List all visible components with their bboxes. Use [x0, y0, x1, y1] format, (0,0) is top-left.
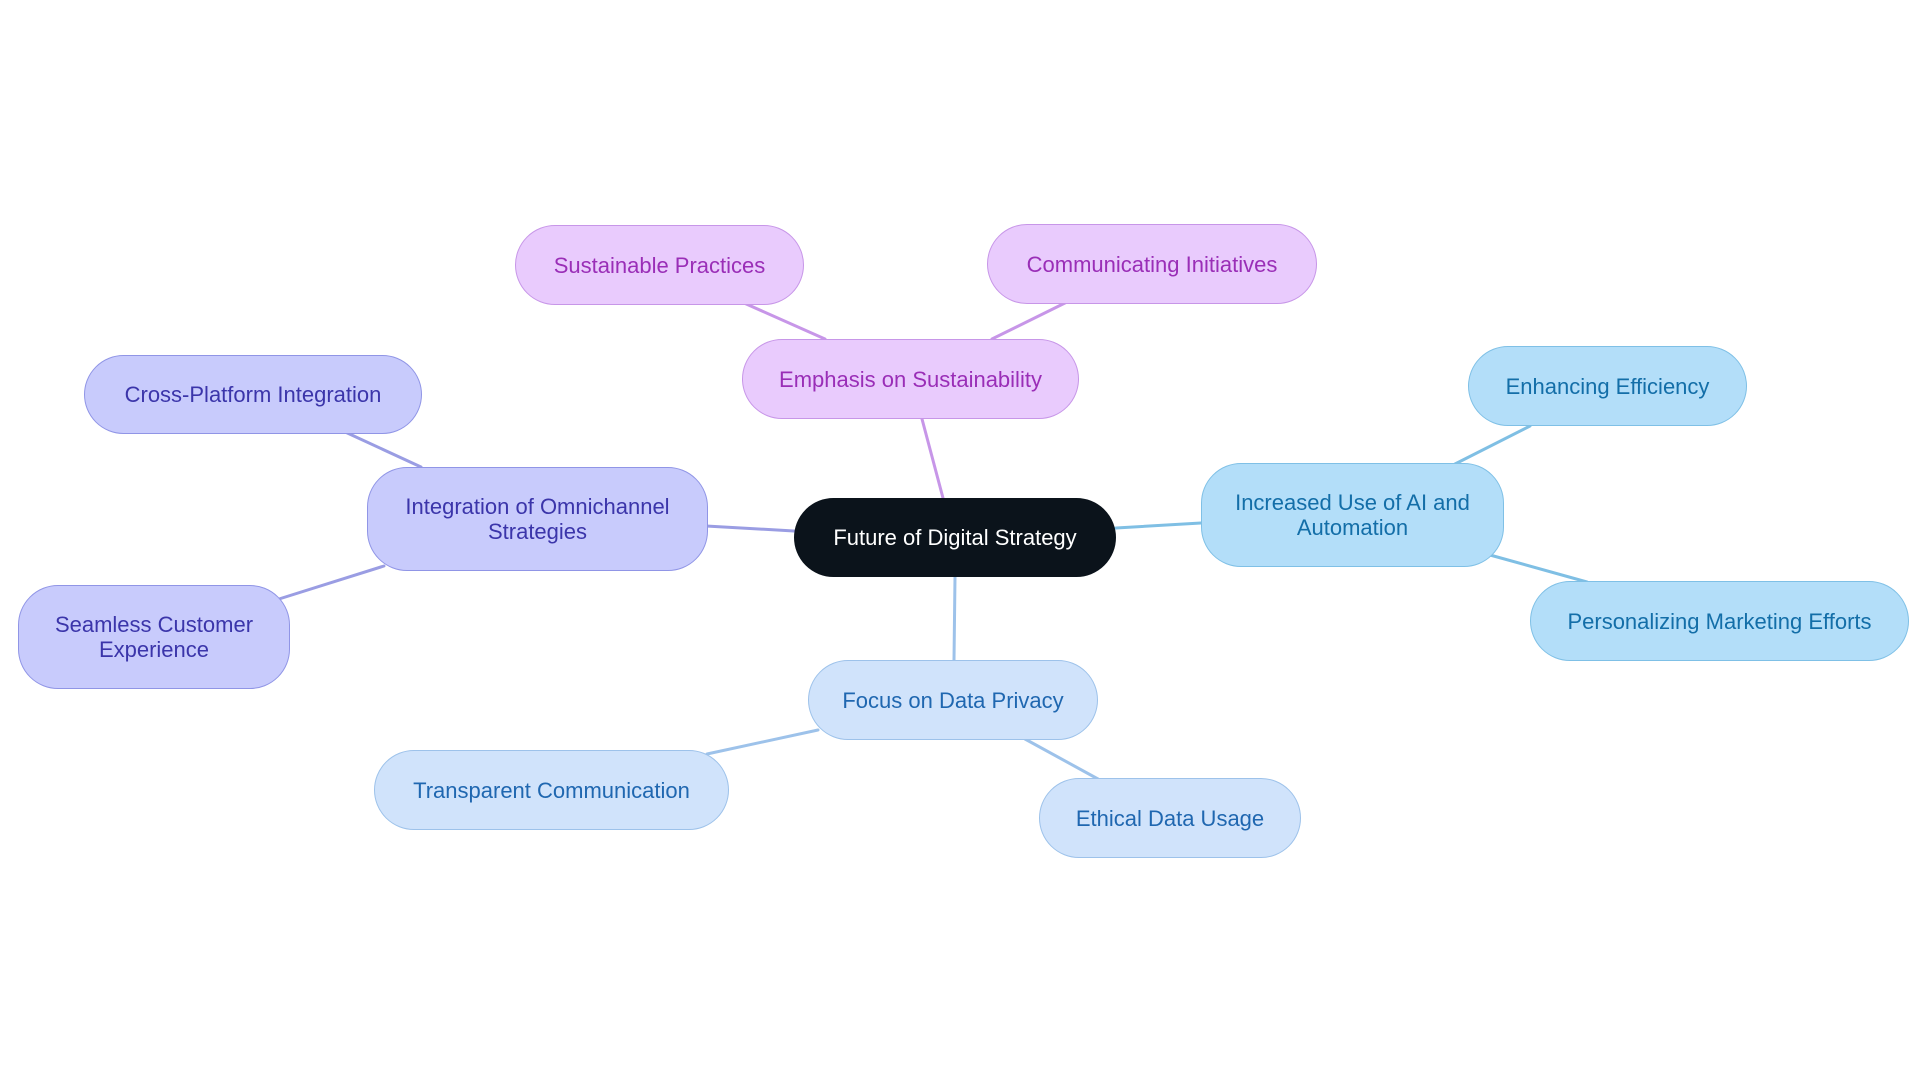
edge-ai-efficiency [1453, 424, 1532, 466]
leaf-node-enhancing-efficiency[interactable]: Enhancing Efficiency [1468, 346, 1747, 426]
leaf-node-label: Sustainable Practices [553, 252, 766, 278]
edge-omnichannel-crossplatform [341, 429, 423, 469]
root-node[interactable]: Future of Digital Strategy [794, 498, 1116, 577]
branch-node-sustainability[interactable]: Emphasis on Sustainability [742, 339, 1079, 419]
leaf-node-label: Communicating Initiatives [1026, 251, 1278, 277]
edge-root-sustainability [920, 417, 945, 500]
edge-root-privacy [952, 575, 957, 662]
branch-node-ai-automation[interactable]: Increased Use of AI and Automation [1201, 463, 1504, 567]
branch-node-label: Integration of Omnichannel Strategies [405, 494, 670, 544]
leaf-node-label: Seamless Customer Experience [54, 612, 254, 662]
leaf-node-seamless-customer-experience[interactable]: Seamless Customer Experience [18, 585, 290, 689]
leaf-node-label: Ethical Data Usage [1075, 805, 1265, 831]
leaf-node-personalizing-marketing[interactable]: Personalizing Marketing Efforts [1530, 581, 1909, 661]
edge-root-omnichannel [704, 524, 796, 533]
root-node-label: Future of Digital Strategy [833, 525, 1077, 550]
branch-node-omnichannel[interactable]: Integration of Omnichannel Strategies [367, 467, 708, 571]
branch-node-label: Increased Use of AI and Automation [1235, 490, 1470, 540]
edge-sustainability-initiatives [990, 299, 1071, 341]
leaf-node-sustainable-practices[interactable]: Sustainable Practices [515, 225, 804, 305]
edge-privacy-transparent [705, 728, 820, 756]
branch-node-label: Focus on Data Privacy [842, 687, 1064, 713]
edge-root-ai [1114, 521, 1203, 530]
edge-omnichannel-seamless [277, 564, 386, 601]
leaf-node-label: Cross-Platform Integration [124, 382, 382, 407]
edge-privacy-ethical [1023, 737, 1100, 781]
leaf-node-cross-platform-integration[interactable]: Cross-Platform Integration [84, 355, 422, 434]
leaf-node-ethical-data-usage[interactable]: Ethical Data Usage [1039, 778, 1301, 858]
leaf-node-label: Personalizing Marketing Efforts [1567, 608, 1872, 634]
leaf-node-communicating-initiatives[interactable]: Communicating Initiatives [987, 224, 1317, 304]
leaf-node-label: Transparent Communication [413, 777, 690, 803]
leaf-node-transparent-communication[interactable]: Transparent Communication [374, 750, 729, 830]
edge-ai-personalizing [1488, 553, 1589, 584]
branch-node-data-privacy[interactable]: Focus on Data Privacy [808, 660, 1098, 740]
edge-sustainability-practices [742, 301, 827, 341]
leaf-node-label: Enhancing Efficiency [1505, 373, 1710, 399]
branch-node-label: Emphasis on Sustainability [779, 366, 1042, 392]
